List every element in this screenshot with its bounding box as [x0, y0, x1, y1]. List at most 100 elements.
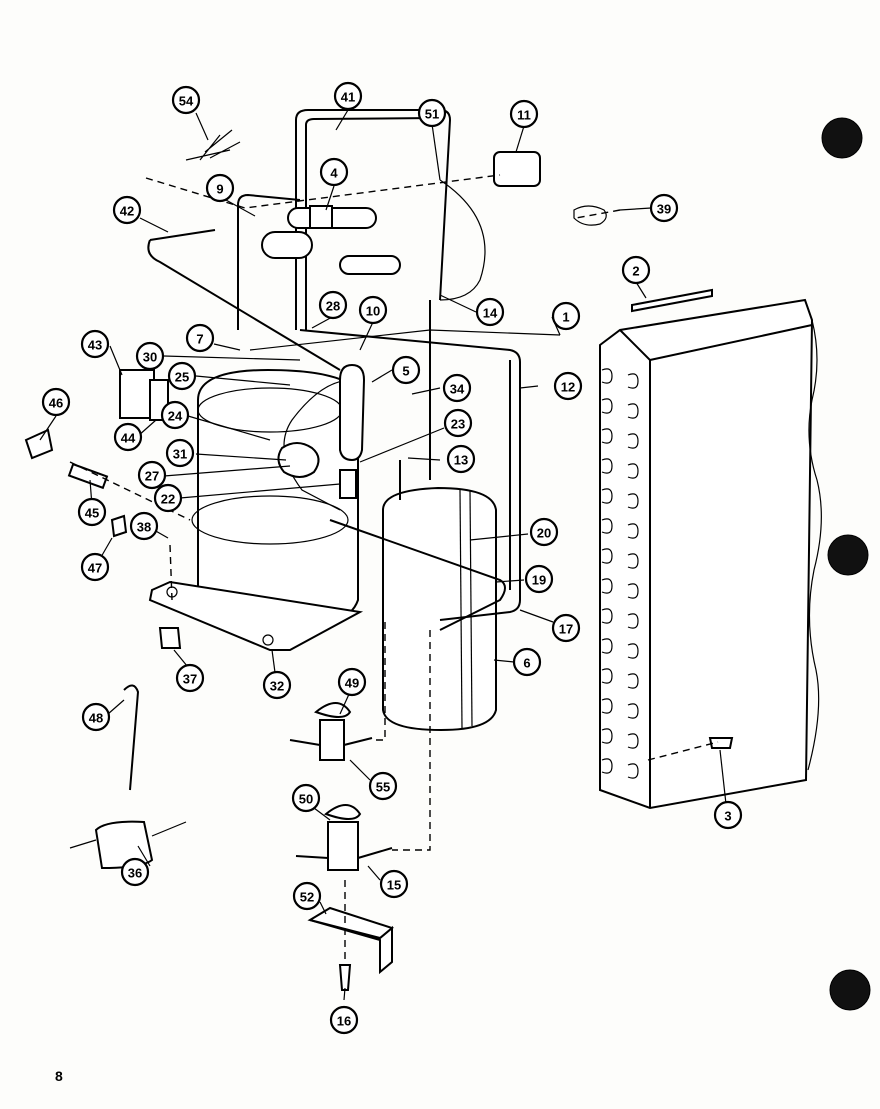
callout-22: 22 [153, 483, 183, 513]
callout-label: 3 [724, 809, 731, 824]
grommet-37 [158, 627, 182, 649]
callout-9: 9 [205, 173, 235, 203]
callout-balloon [551, 613, 581, 643]
callout-balloon [509, 99, 539, 129]
clip-39 [573, 205, 607, 226]
callout-label: 46 [49, 396, 63, 411]
callout-1: 1 [551, 301, 581, 331]
callout-balloon [292, 881, 322, 911]
callout-label: 37 [183, 672, 197, 687]
callout-balloon [81, 702, 111, 732]
callout-31: 31 [165, 438, 195, 468]
callout-balloon [129, 511, 159, 541]
callout-label: 10 [366, 304, 380, 319]
callout-balloon [185, 323, 215, 353]
callout-41: 41 [333, 81, 363, 111]
callout-balloon [442, 373, 472, 403]
callout-label: 42 [120, 204, 134, 219]
callout-balloon [135, 341, 165, 371]
sensor-54 [185, 129, 241, 161]
callout-label: 38 [137, 520, 151, 535]
callout-38: 38 [129, 511, 159, 541]
heater-45 [67, 462, 109, 490]
callout-52: 52 [292, 881, 322, 911]
callout-balloon [529, 517, 559, 547]
callout-balloon [329, 1005, 359, 1035]
accumulator-tank [382, 486, 497, 732]
callout-10: 10 [358, 295, 388, 325]
callout-label: 54 [179, 94, 194, 109]
callout-label: 2 [632, 264, 639, 279]
callout-label: 31 [173, 447, 187, 462]
callout-36: 36 [120, 857, 150, 887]
coil-top-strip [631, 288, 713, 313]
callout-11: 11 [509, 99, 539, 129]
callout-balloon [175, 663, 205, 693]
callout-39: 39 [649, 193, 679, 223]
callout-label: 48 [89, 711, 103, 726]
callout-balloon [333, 81, 363, 111]
callout-19: 19 [524, 564, 554, 594]
condenser-coil [599, 298, 822, 810]
overload-protector [277, 442, 320, 478]
callout-46: 46 [41, 387, 71, 417]
callout-20: 20 [529, 517, 559, 547]
callout-label: 34 [450, 382, 465, 397]
callout-49: 49 [337, 667, 367, 697]
callout-label: 17 [559, 622, 573, 637]
callout-balloon [446, 444, 476, 474]
callout-label: 43 [88, 338, 102, 353]
callout-balloon [77, 497, 107, 527]
callout-balloon [379, 869, 409, 899]
callout-balloon [512, 647, 542, 677]
callout-label: 28 [326, 299, 340, 314]
callout-balloon [160, 400, 190, 430]
callout-label: 51 [425, 107, 439, 122]
callout-6: 6 [512, 647, 542, 677]
callout-label: 14 [483, 306, 498, 321]
callout-label: 49 [345, 676, 359, 691]
callout-27: 27 [137, 460, 167, 490]
callout-label: 12 [561, 380, 575, 395]
callout-balloon [391, 355, 421, 385]
callout-32: 32 [262, 670, 292, 700]
callout-label: 32 [270, 679, 284, 694]
callout-balloon [318, 290, 348, 320]
callout-3: 3 [713, 800, 743, 830]
callout-42: 42 [112, 195, 142, 225]
callout-label: 20 [537, 526, 551, 541]
callout-label: 22 [161, 492, 175, 507]
callout-label: 7 [196, 332, 203, 347]
callout-label: 27 [145, 469, 159, 484]
callout-43: 43 [80, 329, 110, 359]
callout-balloon [113, 422, 143, 452]
callout-balloon [205, 173, 235, 203]
callout-balloon [649, 193, 679, 223]
callout-47: 47 [80, 552, 110, 582]
callout-label: 50 [299, 792, 313, 807]
screw-3 [708, 737, 734, 749]
callout-7: 7 [185, 323, 215, 353]
callout-28: 28 [318, 290, 348, 320]
callout-balloon [171, 85, 201, 115]
callout-label: 9 [216, 182, 223, 197]
callout-balloon [165, 438, 195, 468]
callout-label: 13 [454, 453, 468, 468]
callout-24: 24 [160, 400, 190, 430]
callout-label: 23 [451, 417, 465, 432]
callout-37: 37 [175, 663, 205, 693]
callout-label: 47 [88, 561, 102, 576]
callout-label: 24 [168, 409, 183, 424]
callout-label: 4 [330, 166, 338, 181]
callout-balloon [551, 301, 581, 331]
binder-hole-middle [827, 534, 869, 576]
callout-label: 5 [402, 364, 409, 379]
callout-balloon [120, 857, 150, 887]
reversing-valve [261, 205, 401, 275]
callout-balloon [319, 157, 349, 187]
coupler-36 [69, 820, 187, 870]
callout-label: 25 [175, 370, 189, 385]
callout-balloon [553, 371, 583, 401]
